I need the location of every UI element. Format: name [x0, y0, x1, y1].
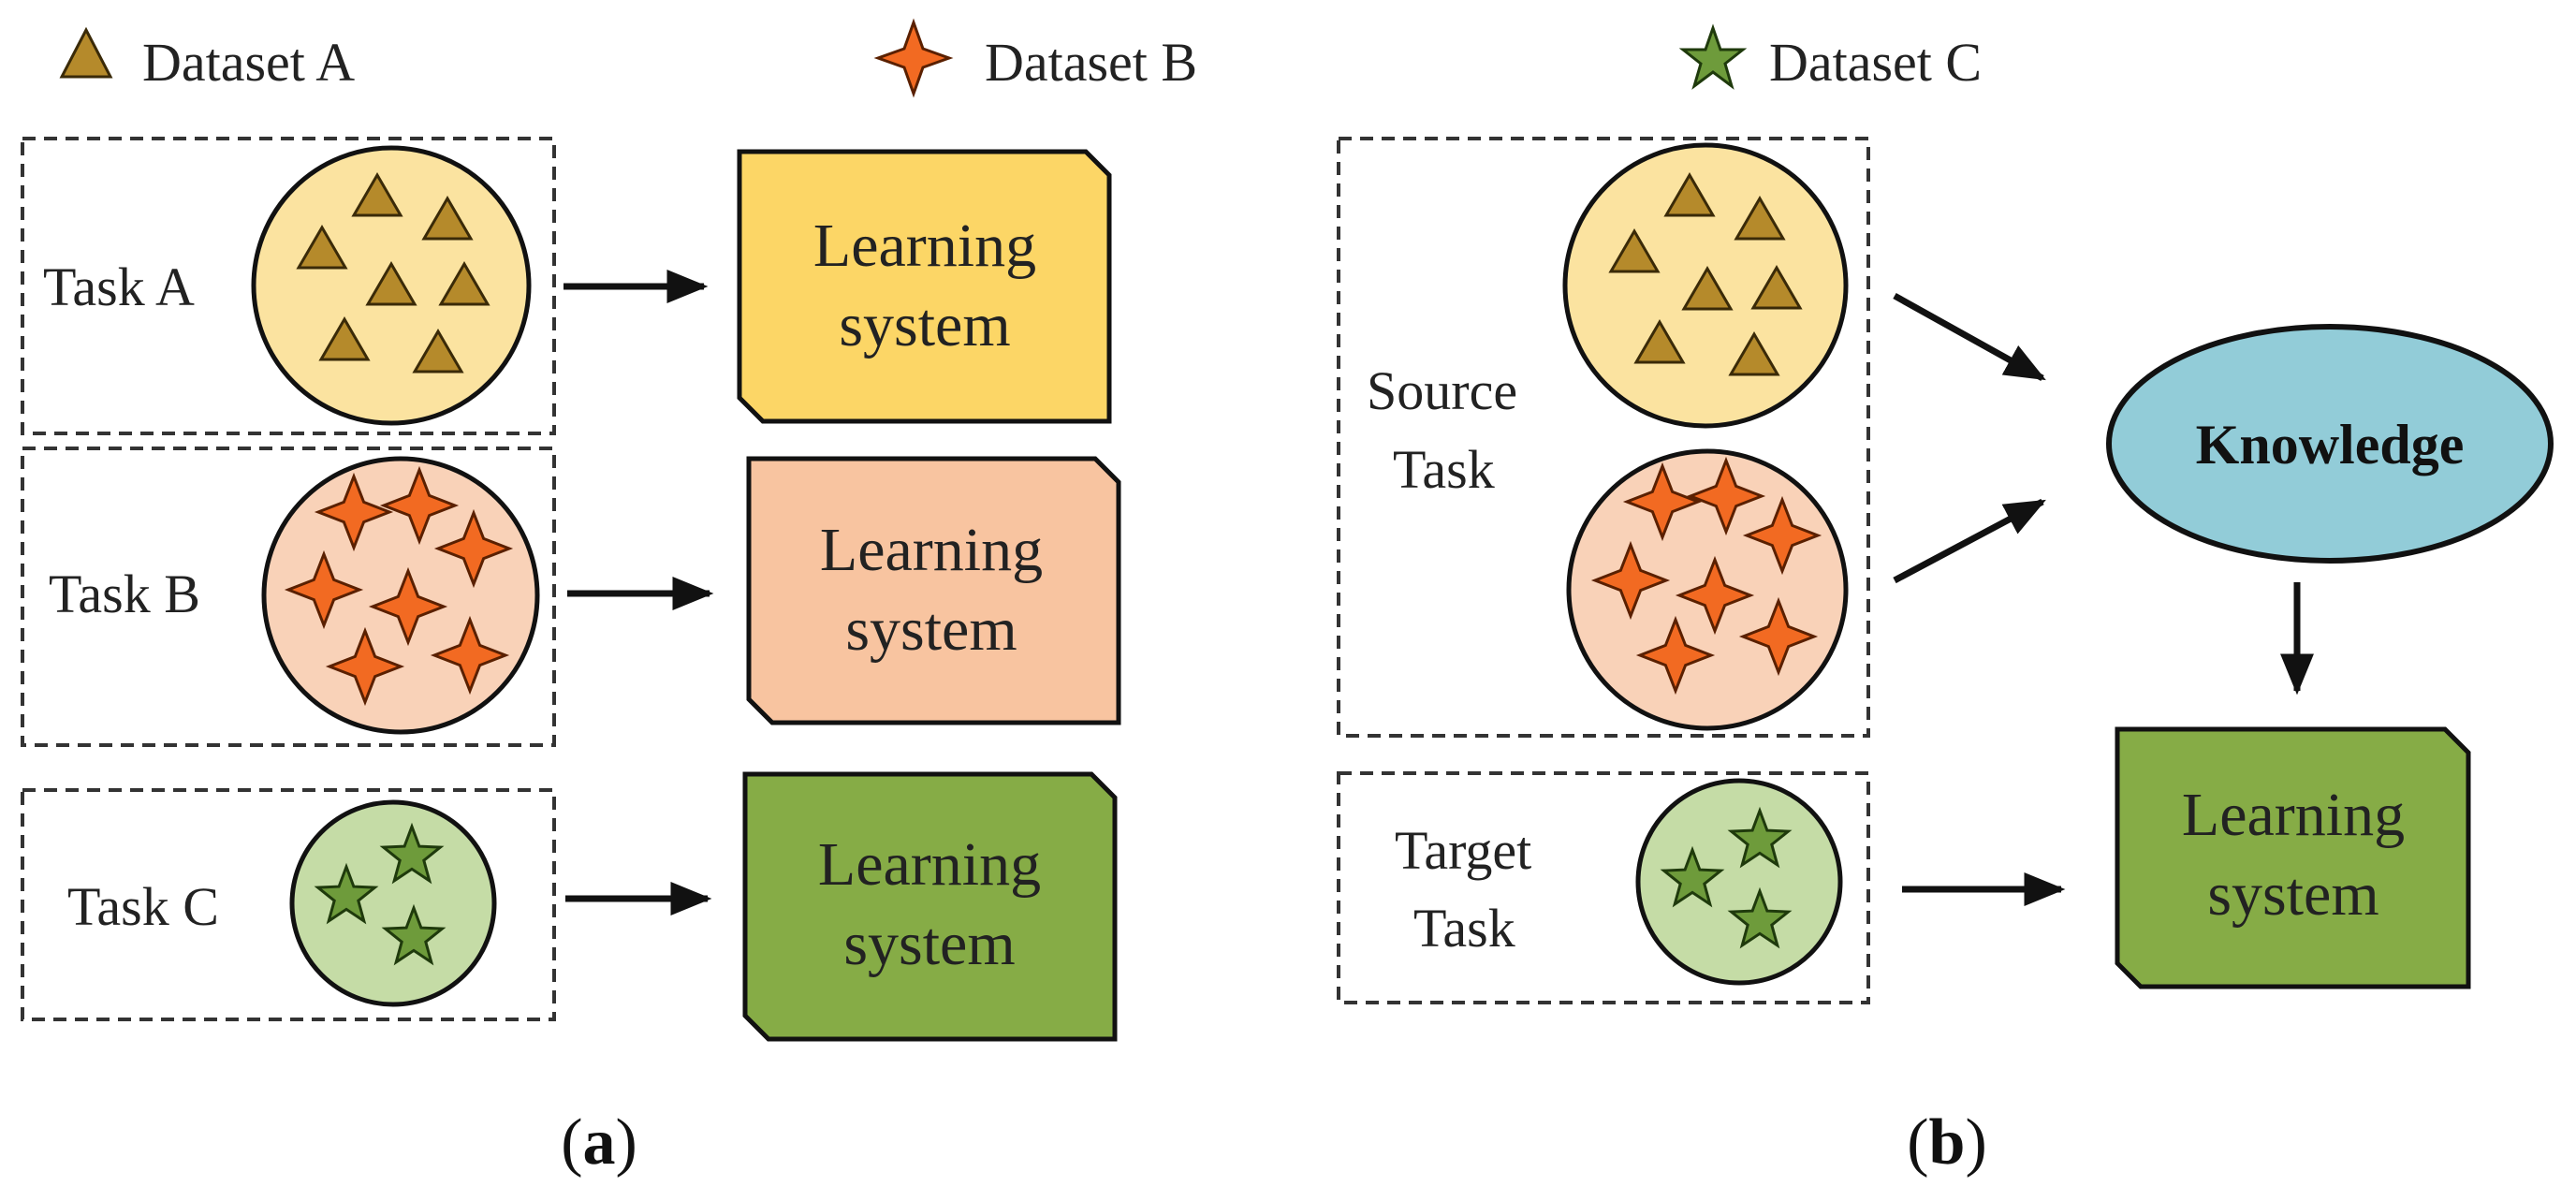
triangle-icon: [1633, 319, 1686, 364]
target-task-box: [1337, 771, 1870, 1004]
source-task-label-line1: Source: [1367, 360, 1517, 421]
dataset-c-circle: [1635, 778, 1843, 986]
legend-dataset-b-label: Dataset B: [985, 32, 1197, 93]
triangle-icon: [1608, 228, 1661, 273]
knowledge-node: [2106, 324, 2554, 564]
legend-dataset-a: Dataset A: [59, 26, 355, 93]
dataset-c-markers: [314, 822, 446, 966]
four-point-star-icon: [314, 472, 394, 552]
learning-system-target: [2115, 726, 2471, 989]
learning-system-b: [746, 456, 1121, 725]
four-point-star-icon: [1635, 615, 1716, 696]
panel-b: Source Task Target Task Knowledge: [1337, 137, 2554, 1179]
target-task-label-line2: Task: [1413, 898, 1515, 959]
task-c-label: Task C: [67, 876, 219, 937]
learning-system-c-line1: Learning: [818, 830, 1041, 899]
four-point-star-icon: [325, 626, 405, 707]
triangle-icon: [59, 26, 113, 79]
triangle-icon: [296, 225, 348, 270]
source-task-label-line2: Task: [1393, 439, 1495, 500]
triangle-icon: [421, 196, 474, 241]
triangle-icon: [1681, 266, 1734, 311]
triangle-icon: [438, 261, 490, 306]
dataset-a-markers: [296, 172, 490, 373]
triangle-icon: [1734, 196, 1786, 241]
task-a-box: [21, 137, 556, 435]
four-point-star-icon: [430, 615, 510, 696]
learning-system-b-line2: system: [845, 595, 1017, 664]
four-point-star-icon: [284, 549, 364, 630]
learning-system-c: [742, 771, 1118, 1042]
five-point-star-icon: [379, 822, 445, 885]
four-point-star-icon: [1622, 461, 1703, 542]
five-point-star-icon: [1727, 886, 1793, 949]
arrow-source-b-to-knowledge: [1893, 498, 2046, 584]
task-b-box: [21, 447, 556, 747]
task-a-label: Task A: [43, 256, 195, 317]
legend-dataset-a-label: Dataset A: [142, 32, 355, 93]
task-c-box: [21, 788, 556, 1021]
five-point-star-icon: [1727, 806, 1793, 869]
five-point-star-icon: [314, 862, 379, 925]
five-point-star-icon: [381, 903, 446, 966]
dataset-b-markers: [284, 465, 514, 707]
learning-system-a-line2: system: [839, 291, 1010, 359]
task-b-label: Task B: [49, 564, 200, 624]
four-point-star-icon: [1590, 540, 1671, 621]
triangle-icon: [1728, 331, 1780, 376]
triangle-icon: [365, 261, 417, 306]
knowledge-label: Knowledge: [2196, 414, 2465, 476]
arrow-source-a-to-knowledge: [1893, 292, 2046, 382]
four-point-star-icon: [1686, 456, 1766, 536]
dataset-b-markers: [1590, 456, 1822, 696]
four-point-star-icon: [1742, 495, 1822, 576]
four-point-star-icon: [1675, 555, 1755, 636]
dataset-a-markers: [1608, 172, 1803, 376]
panel-a: Task A Learning system Task B: [21, 137, 1121, 1179]
triangle-icon: [351, 172, 403, 217]
triangle-icon: [1663, 172, 1716, 217]
task-a-row: Task A Learning system: [21, 137, 1112, 435]
four-point-star-icon: [368, 566, 448, 647]
four-point-star-icon: [379, 465, 460, 546]
four-point-star-icon: [433, 508, 514, 589]
learning-system-c-line2: system: [843, 910, 1015, 978]
legend: Dataset A Dataset B Dataset C: [59, 18, 1982, 98]
five-point-star-icon: [1678, 23, 1748, 90]
panel-a-label: (a): [561, 1106, 637, 1179]
four-point-star-icon: [873, 18, 954, 98]
target-task-label-line1: Target: [1395, 820, 1531, 881]
learning-system-target-line2: system: [2207, 860, 2378, 929]
dataset-c-markers: [1660, 806, 1793, 949]
learning-system-a-line1: Learning: [813, 212, 1036, 280]
source-task-box: [1337, 137, 1870, 738]
learning-system-a: [737, 149, 1112, 424]
learning-system-b-line1: Learning: [820, 516, 1043, 584]
four-point-star-icon: [1738, 596, 1819, 677]
triangle-icon: [1750, 265, 1803, 310]
triangle-icon: [412, 329, 464, 373]
legend-dataset-b: Dataset B: [873, 18, 1197, 98]
panel-b-label: (b): [1907, 1106, 1987, 1179]
triangle-icon: [318, 316, 371, 361]
task-c-row: Task C Learning system: [21, 771, 1118, 1042]
dataset-c-circle: [289, 799, 497, 1007]
task-b-row: Task B Learning system: [21, 447, 1121, 747]
learning-system-target-line1: Learning: [2182, 781, 2405, 849]
legend-dataset-c-label: Dataset C: [1769, 32, 1982, 93]
legend-dataset-c: Dataset C: [1678, 23, 1982, 93]
five-point-star-icon: [1660, 845, 1725, 908]
